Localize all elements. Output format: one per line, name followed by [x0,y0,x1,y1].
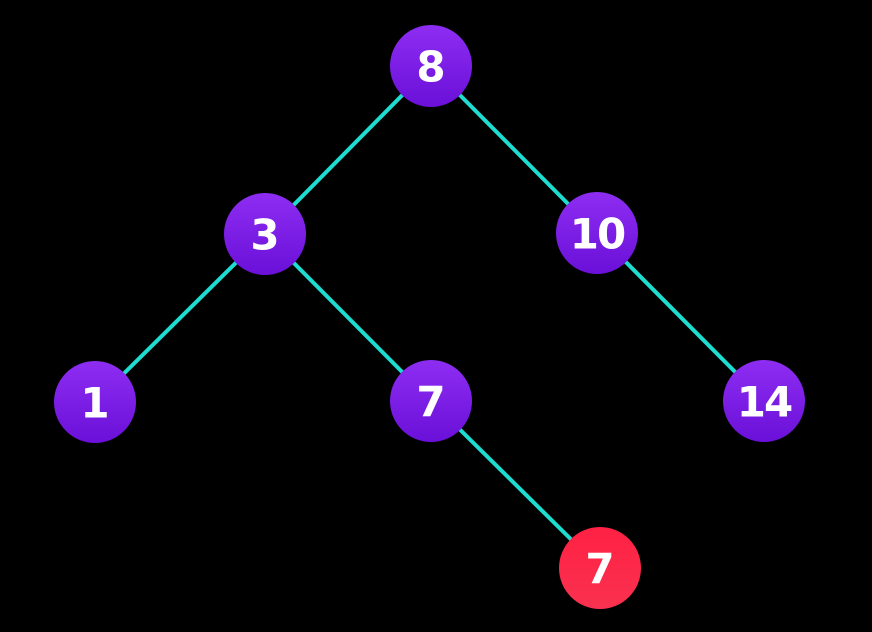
node-label: 1 [80,379,109,428]
tree-edges-layer [93,64,766,570]
tree-node-14: 14 [723,360,805,442]
node-circle [224,193,306,275]
tree-node-1: 1 [54,361,136,443]
node-label: 7 [585,545,614,594]
node-circle [556,192,638,274]
tree-node-3: 3 [224,193,306,275]
node-circle [390,25,472,107]
tree-node-10: 10 [556,192,638,274]
node-label: 3 [250,211,279,260]
tree-node-7: 7 [390,360,472,442]
node-label: 8 [416,43,445,92]
node-label: 10 [570,210,625,259]
node-label: 7 [416,378,445,427]
node-circle [390,360,472,442]
node-circle [54,361,136,443]
tree-node-7-highlighted: 7 [559,527,641,609]
node-circle [723,360,805,442]
tree-node-8: 8 [390,25,472,107]
node-circle [559,527,641,609]
node-label: 14 [737,378,792,427]
